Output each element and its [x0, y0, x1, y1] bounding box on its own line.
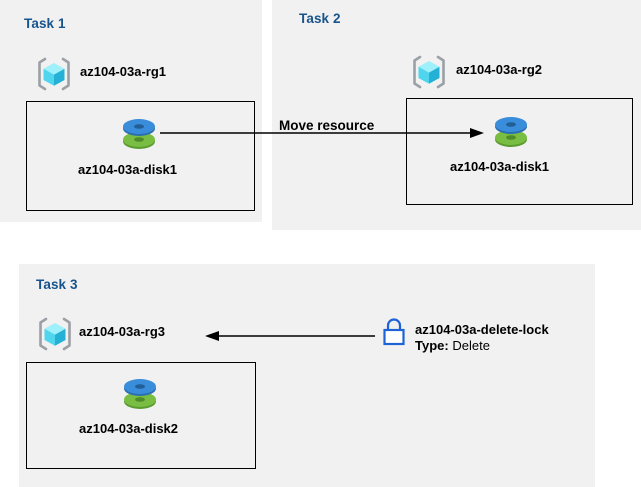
delete-lock-type-row: Type: Delete [415, 338, 549, 354]
resource-group-label: az104-03a-rg2 [456, 62, 542, 77]
managed-disk-icon [488, 109, 534, 155]
resource-group-label: az104-03a-rg3 [79, 324, 165, 339]
resource-group-icon [35, 314, 75, 354]
delete-lock-type-key: Type: [415, 338, 449, 354]
delete-lock-caption: az104-03a-delete-lock Type: Delete [415, 322, 549, 355]
managed-disk-icon [117, 371, 163, 417]
managed-disk-label: az104-03a-disk1 [78, 162, 178, 177]
task-panel-1: Task 1 az104-03a-rg1 az104-03a-disk1 [0, 0, 262, 222]
resource-group-label: az104-03a-rg1 [80, 64, 166, 79]
move-resource-arrow [160, 128, 484, 138]
move-resource-label: Move resource [279, 118, 375, 133]
delete-lock-name: az104-03a-delete-lock [415, 322, 549, 337]
task-panel-2: Task 2 az104-03a-rg2 [272, 0, 641, 230]
resource-group-icon [409, 52, 449, 92]
resource-group-boundary-1 [26, 101, 255, 211]
task-2-title: Task 2 [299, 11, 341, 26]
delete-lock-arrow [205, 331, 375, 341]
managed-disk-icon [116, 111, 162, 157]
task-1-title: Task 1 [24, 16, 66, 31]
managed-disk-label: az104-03a-disk1 [450, 159, 550, 174]
resource-group-icon [34, 54, 74, 94]
resource-group-boundary-3 [26, 362, 256, 469]
resource-group-boundary-2 [406, 98, 633, 205]
managed-disk-label: az104-03a-disk2 [79, 421, 179, 436]
task-panel-3: Task 3 az104-03a-rg3 [19, 264, 595, 487]
lock-icon [379, 315, 409, 349]
task-3-title: Task 3 [36, 277, 78, 292]
delete-lock-type-value: Delete [452, 338, 490, 354]
